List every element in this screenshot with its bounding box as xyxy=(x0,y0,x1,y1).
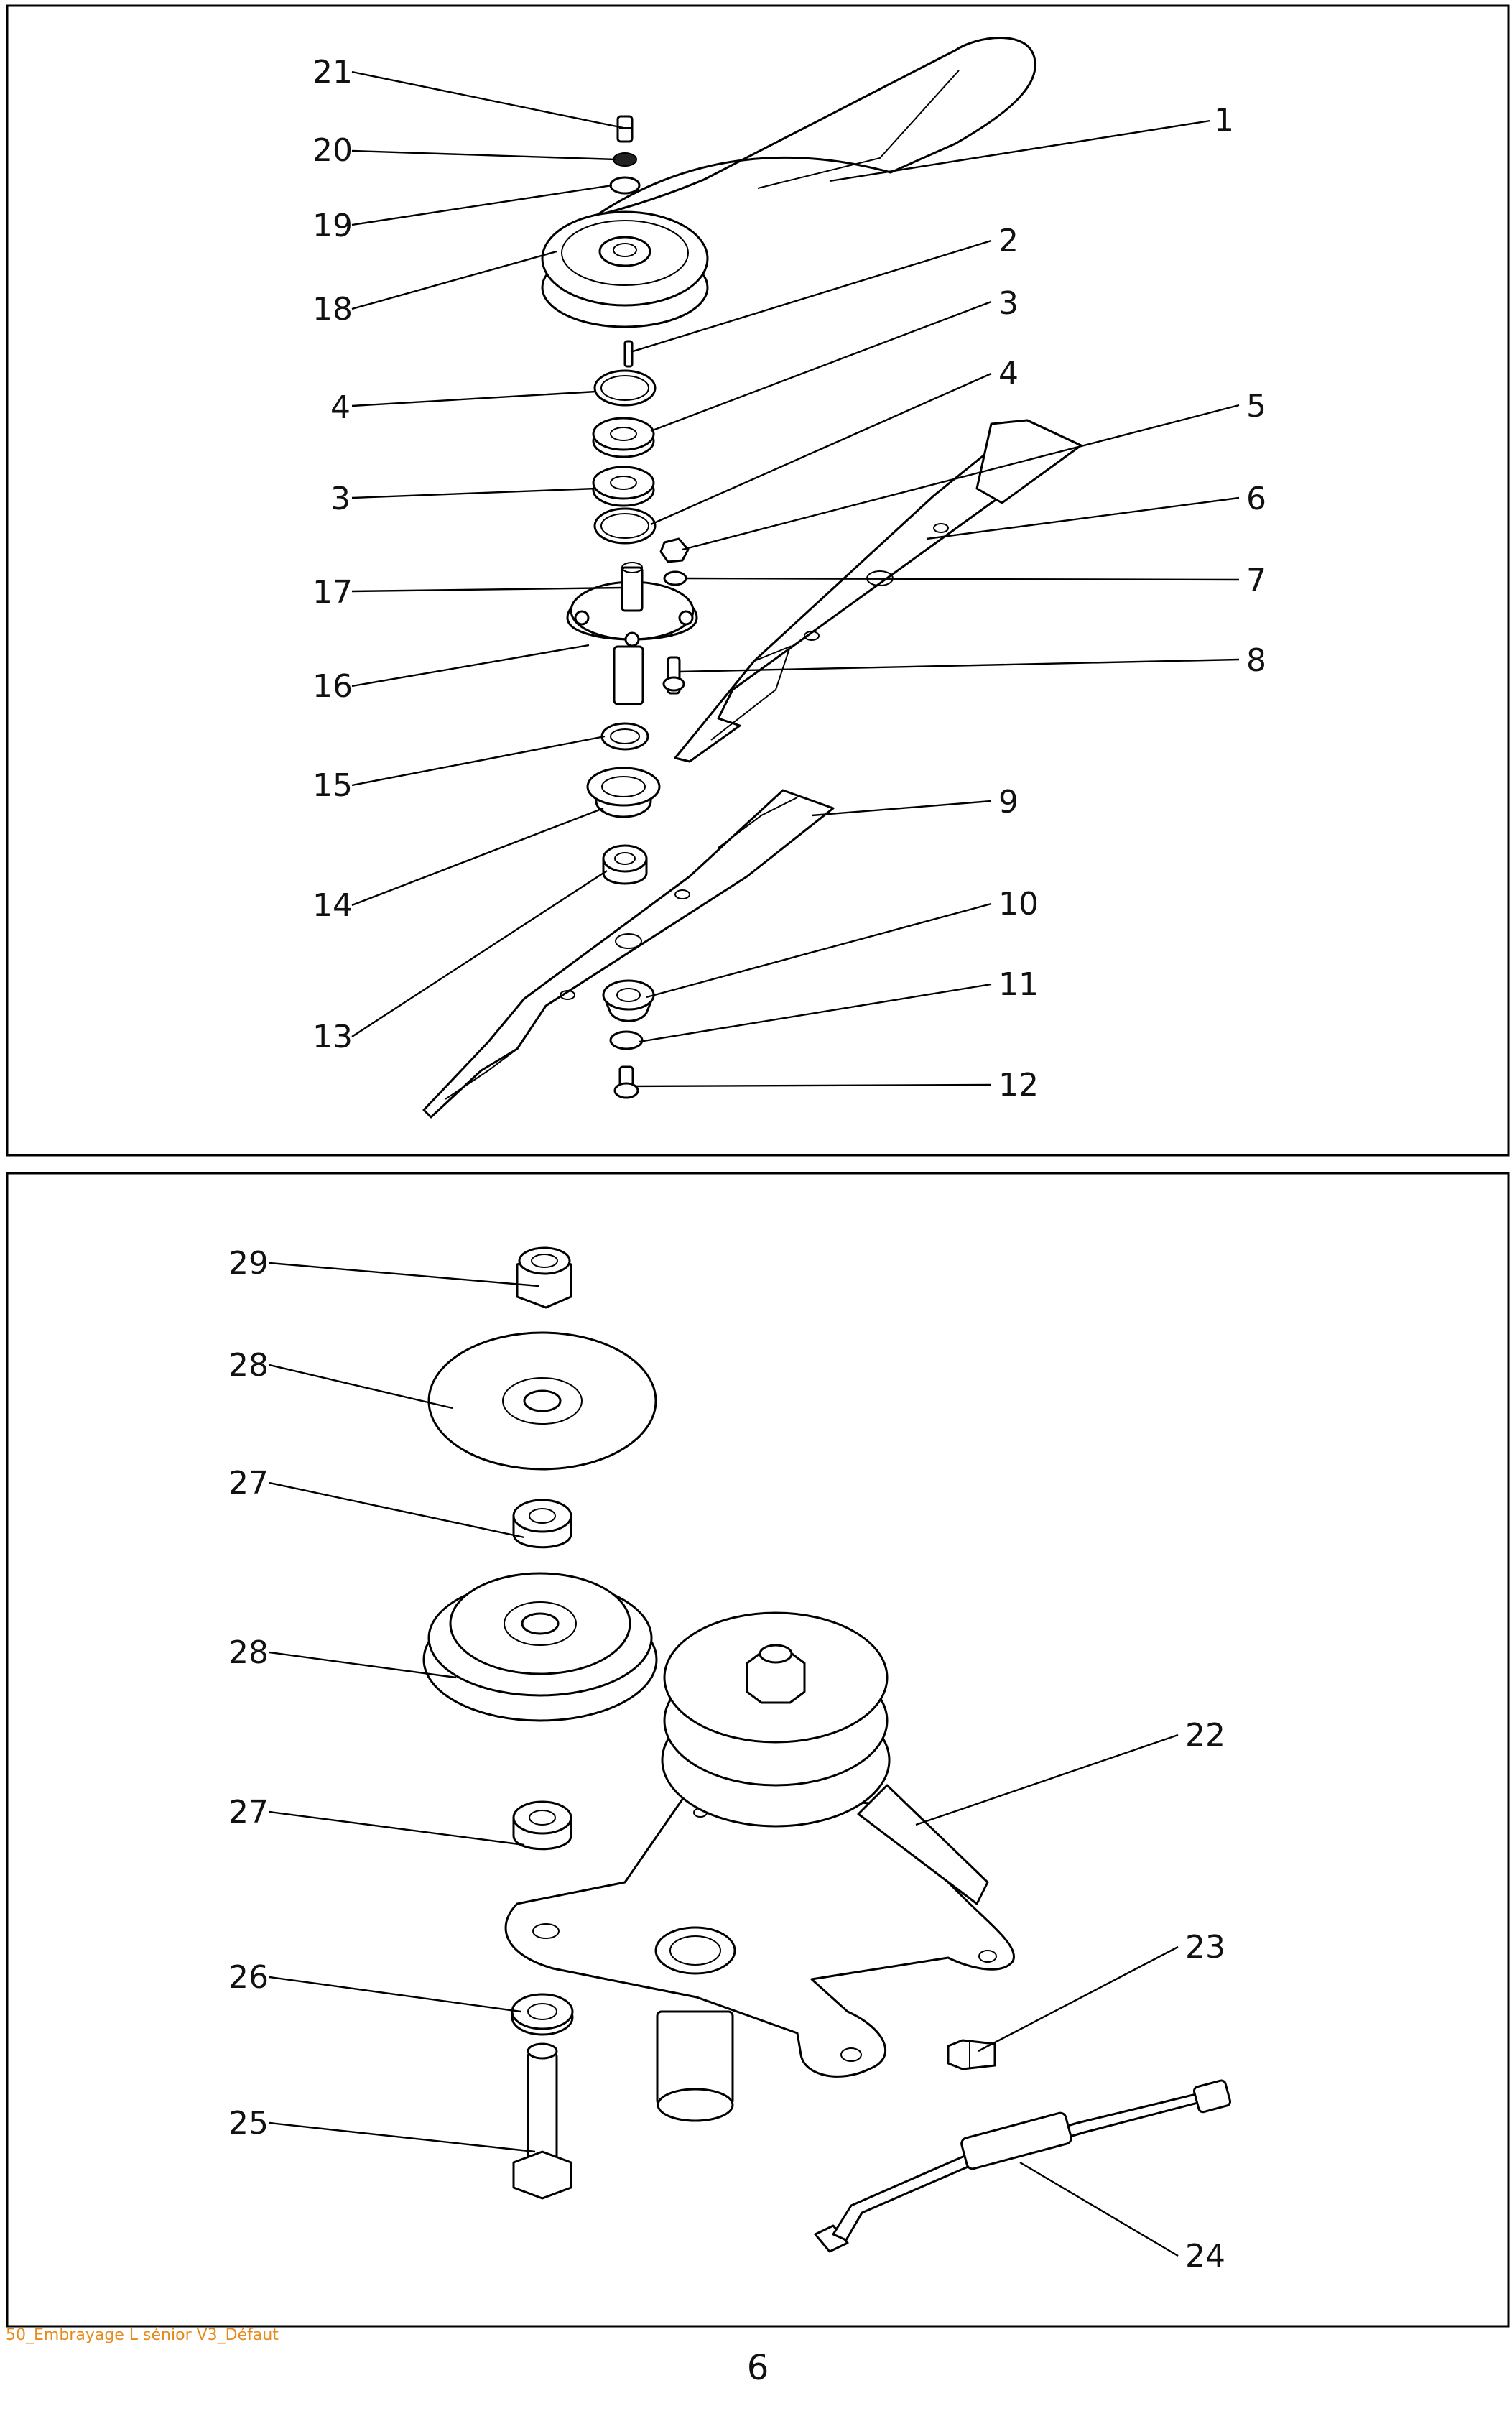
callout-7: 7 xyxy=(1246,563,1266,599)
callout-18: 18 xyxy=(312,291,353,328)
blade-pulley-part xyxy=(541,210,709,328)
callout-15: 15 xyxy=(312,767,353,804)
top-panel-frame xyxy=(6,4,1510,1157)
bearing-cup-part xyxy=(586,767,661,818)
top-callouts: 21 20 19 18 1 2 3 4 4 5 3 6 17 7 16 8 15… xyxy=(312,54,1266,1103)
small-bolt-part xyxy=(662,656,685,695)
bottom-leader-lines xyxy=(269,1262,1179,2257)
callout-2: 2 xyxy=(998,223,1019,259)
bottom-panel-frame xyxy=(6,1172,1510,2328)
thick-washer-part xyxy=(511,1993,574,2036)
small-washer-part xyxy=(663,570,687,586)
top-leader-lines xyxy=(351,70,1240,1088)
callout-16: 16 xyxy=(312,668,353,705)
callout-28-upper: 28 xyxy=(228,1347,269,1384)
spindle-housing-part xyxy=(566,562,698,705)
callout-3-lower: 3 xyxy=(330,481,351,517)
callout-26: 26 xyxy=(228,1959,269,1996)
retaining-ring-lower-part xyxy=(593,507,657,545)
bottom-panel: 29 28 27 28 22 27 23 26 25 24 xyxy=(6,1172,1510,2328)
lock-nut-part xyxy=(516,1246,572,1309)
callout-4-left: 4 xyxy=(330,389,351,426)
bearing-upper-part xyxy=(592,417,655,458)
blade-washer-part xyxy=(609,1030,644,1050)
callout-3-upper: 3 xyxy=(998,285,1019,322)
callout-11: 11 xyxy=(998,966,1039,1003)
pulley-spacer-upper-part xyxy=(512,1499,572,1549)
pivot-bolt-part xyxy=(512,2042,572,2200)
pulley-spacer-lower-part xyxy=(512,1800,572,1851)
callout-14: 14 xyxy=(312,887,353,924)
callout-12: 12 xyxy=(998,1067,1039,1103)
callout-22: 22 xyxy=(1185,1717,1225,1754)
bearing-lower-part xyxy=(592,466,655,507)
lock-washer-part xyxy=(613,152,637,167)
callout-21: 21 xyxy=(312,54,353,91)
callout-10: 10 xyxy=(998,886,1039,922)
top-bolt-part xyxy=(616,115,634,143)
tensioner-rod-part xyxy=(814,2079,1232,2253)
bottom-callouts: 29 28 27 28 22 27 23 26 25 24 xyxy=(228,1245,1225,2275)
file-label: 50_Embrayage L sénior V3_Défaut xyxy=(6,2326,279,2344)
hex-nut-small-part xyxy=(659,537,690,563)
callout-1: 1 xyxy=(1214,102,1234,139)
idler-pulley-lower-part xyxy=(422,1572,658,1722)
spacer-part xyxy=(602,844,648,885)
callout-20: 20 xyxy=(312,132,353,169)
callout-24: 24 xyxy=(1185,2238,1225,2275)
page-number: 6 xyxy=(746,2348,769,2388)
mulching-blade-upper-part xyxy=(674,419,1082,763)
blade-cup-part xyxy=(602,979,655,1022)
callout-6: 6 xyxy=(1246,481,1266,517)
callout-27-lower: 27 xyxy=(228,1794,269,1831)
idler-pulley-upper-part xyxy=(427,1331,657,1471)
callout-28-lower: 28 xyxy=(228,1634,269,1671)
callout-27-upper: 27 xyxy=(228,1465,269,1501)
callout-19: 19 xyxy=(312,208,353,244)
callout-8: 8 xyxy=(1246,642,1266,679)
callout-5: 5 xyxy=(1246,388,1266,425)
callout-25: 25 xyxy=(228,2105,269,2142)
grease-fitting-part xyxy=(947,2039,996,2070)
callout-29: 29 xyxy=(228,1245,269,1282)
belt-part xyxy=(595,37,1036,217)
callout-4-right: 4 xyxy=(998,356,1019,392)
callout-9: 9 xyxy=(998,784,1019,820)
blade-bolt-part xyxy=(613,1065,639,1099)
cutting-blade-lower-part xyxy=(422,789,835,1119)
seal-part xyxy=(600,722,649,751)
callout-23: 23 xyxy=(1185,1929,1225,1966)
callout-17: 17 xyxy=(312,574,353,611)
shaft-key-part xyxy=(623,340,634,368)
retaining-ring-upper-part xyxy=(593,369,657,407)
top-panel: 21 20 19 18 1 2 3 4 4 5 3 6 17 7 16 8 15… xyxy=(6,4,1510,1157)
flat-washer-part xyxy=(609,176,641,195)
callout-13: 13 xyxy=(312,1019,353,1055)
tensioner-arm-assembly-part xyxy=(504,1611,1015,2122)
